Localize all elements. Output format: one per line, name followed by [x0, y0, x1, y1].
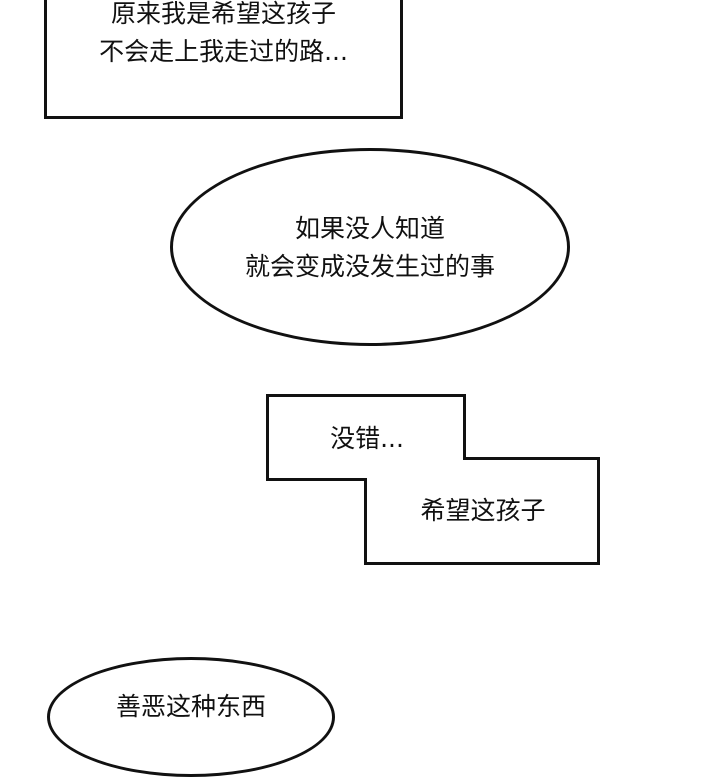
caption-text-4: 希望这孩子	[420, 496, 546, 525]
speech-bubble-2	[170, 148, 570, 346]
caption-line: 不会走上我走过的路...	[99, 37, 348, 66]
speech-line: 如果没人知道	[294, 214, 445, 243]
stepped-caption-box	[266, 394, 600, 565]
caption-text-1: 原来我是希望这孩子 不会走上我走过的路...	[44, 0, 403, 71]
caption-line: 原来我是希望这孩子	[110, 0, 336, 28]
caption-text-3: 没错...	[330, 424, 404, 453]
speech-line: 就会变成没发生过的事	[244, 252, 495, 281]
caption-box-1	[44, 0, 403, 119]
speech-text-5: 善恶这种东西	[115, 692, 266, 721]
speech-text-2: 如果没人知道 就会变成没发生过的事	[170, 210, 570, 286]
